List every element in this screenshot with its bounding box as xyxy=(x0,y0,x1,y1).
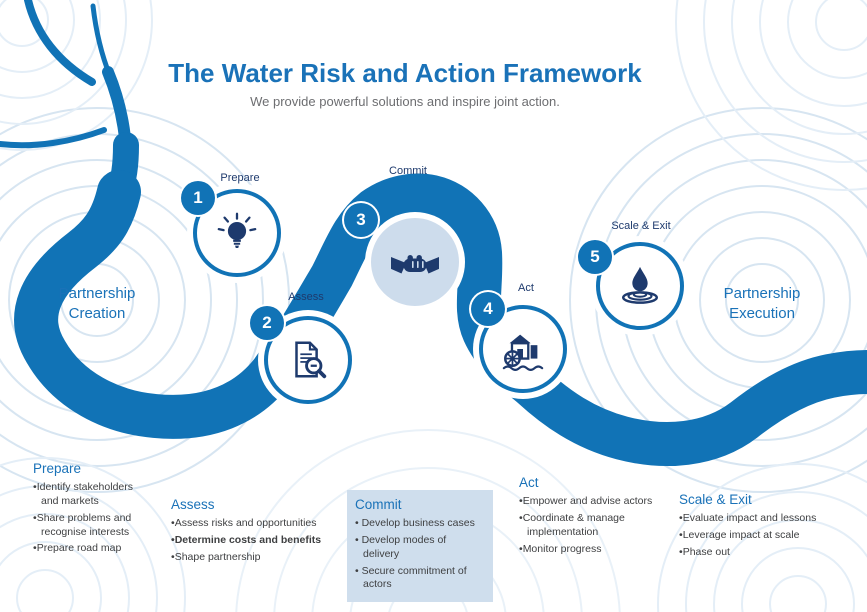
ripple-rings-top-right xyxy=(675,0,867,191)
handshake-icon xyxy=(391,255,439,274)
column-heading-commit: Commit xyxy=(355,497,402,512)
list-item: Determine costs and benefits xyxy=(171,534,323,548)
list-item: Shape partnership xyxy=(171,551,323,565)
ripple-rings-top-left xyxy=(0,0,153,151)
column-list-prepare: Identify stakeholders and markets Share … xyxy=(33,481,145,556)
list-item: Identify stakeholders and markets xyxy=(33,481,145,509)
lightbulb-icon xyxy=(217,212,257,248)
stage-label-assess: Assess xyxy=(288,291,324,303)
partnership-execution-label: Partnership Execution xyxy=(700,284,824,323)
column-list-commit: Develop business cases Develop modes of … xyxy=(355,517,485,592)
page-subtitle: We provide powerful solutions and inspir… xyxy=(250,94,560,109)
list-item: Phase out xyxy=(679,546,829,560)
river-path xyxy=(14,170,867,466)
column-assess: Assess Assess risks and opportunities De… xyxy=(171,497,323,568)
stage-label-prepare: Prepare xyxy=(220,172,260,184)
stage-number-4: 4 xyxy=(471,292,505,326)
column-heading-assess: Assess xyxy=(171,497,215,512)
stage-number-2: 2 xyxy=(250,306,284,340)
list-item: Develop business cases xyxy=(355,517,485,531)
column-scale-exit: Scale & Exit Evaluate impact and lessons… xyxy=(679,492,829,563)
document-search-icon xyxy=(295,341,327,379)
partnership-creation-line1: Partnership xyxy=(58,285,136,302)
stage-number-3: 3 xyxy=(344,203,378,237)
page-title: The Water Risk and Action Framework xyxy=(168,58,642,88)
watermill-icon xyxy=(502,334,544,371)
stage-circle-act xyxy=(479,305,567,393)
stage-number-1: 1 xyxy=(181,181,215,215)
list-item: Coordinate & manage implementation xyxy=(519,512,654,540)
column-commit: Commit Develop business cases Develop mo… xyxy=(347,490,493,603)
list-item: Prepare road map xyxy=(33,542,145,556)
partnership-execution-line2: Execution xyxy=(729,304,795,322)
column-heading-scale-exit: Scale & Exit xyxy=(679,492,752,507)
list-item: Share problems and recognise interests xyxy=(33,512,145,540)
partnership-creation-label: Partnership Creation xyxy=(35,284,159,323)
column-prepare: Prepare Identify stakeholders and market… xyxy=(33,461,145,559)
list-item: Evaluate impact and lessons xyxy=(679,512,829,526)
stage-circle-assess xyxy=(264,316,352,404)
column-list-assess: Assess risks and opportunities Determine… xyxy=(171,517,323,565)
partnership-creation-line2: Creation xyxy=(68,304,126,322)
list-item: Develop modes of delivery xyxy=(355,534,485,562)
column-heading-prepare: Prepare xyxy=(33,461,82,476)
partnership-execution-line1: Partnership xyxy=(723,285,801,302)
column-act: Act Empower and advise actors Coordinate… xyxy=(519,475,654,559)
column-heading-act: Act xyxy=(519,475,539,490)
list-item: Assess risks and opportunities xyxy=(171,517,323,531)
stage-label-act: Act xyxy=(518,282,534,294)
list-item: Monitor progress xyxy=(519,543,654,557)
stage-number-5: 5 xyxy=(578,240,612,274)
column-list-act: Empower and advise actors Coordinate & m… xyxy=(519,495,654,556)
stage-circle-commit xyxy=(371,218,459,306)
list-item: Secure commitment of actors xyxy=(355,565,485,593)
list-item: Empower and advise actors xyxy=(519,495,654,509)
list-item: Leverage impact at scale xyxy=(679,529,829,543)
column-list-scale-exit: Evaluate impact and lessons Leverage imp… xyxy=(679,512,829,560)
water-drop-ripple-icon xyxy=(621,266,659,304)
stage-label-commit: Commit xyxy=(389,165,427,177)
stage-label-scale-exit: Scale & Exit xyxy=(611,220,671,232)
